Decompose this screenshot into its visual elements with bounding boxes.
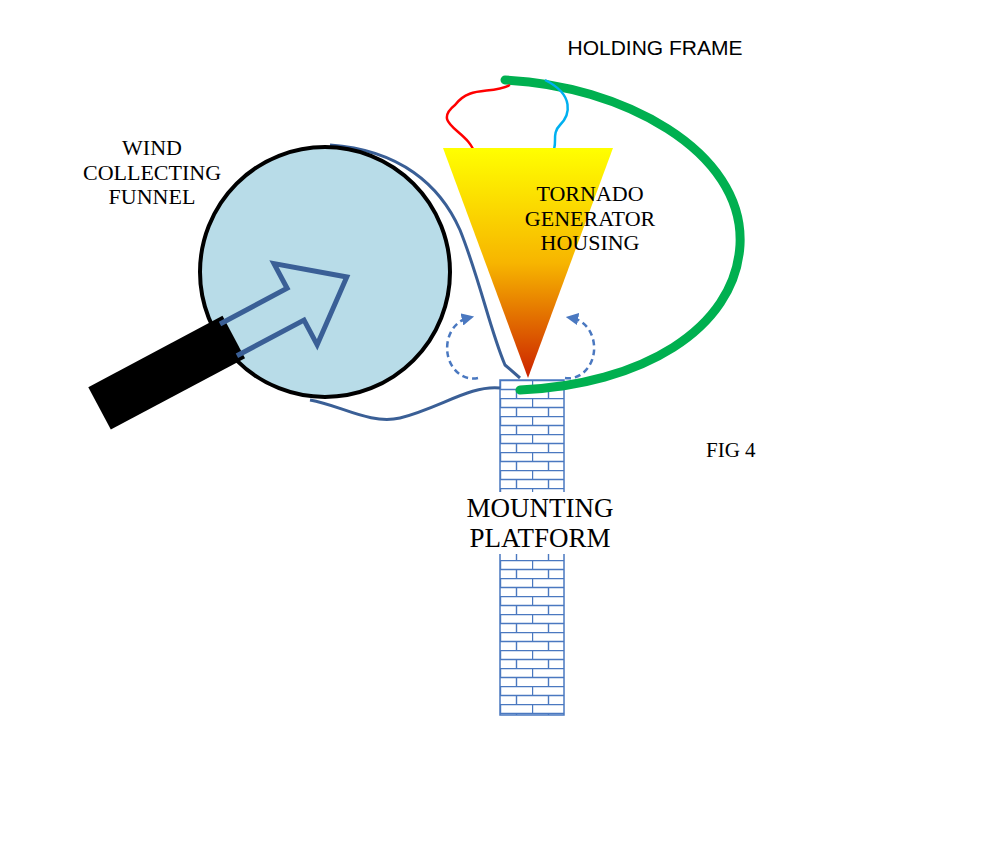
frame-node: HOLDING FRAME bbox=[567, 36, 742, 60]
frame-label: HOLDING FRAME bbox=[567, 36, 742, 60]
funnel-node: WIND COLLECTING FUNNEL bbox=[83, 136, 221, 210]
red-wire bbox=[447, 85, 510, 155]
blue-wire bbox=[545, 80, 568, 155]
swirl-arrow bbox=[447, 318, 478, 379]
platform-node: MOUNTING PLATFORM bbox=[464, 492, 617, 554]
figure-number: FIG 4 bbox=[706, 438, 756, 463]
funnel-label: WIND COLLECTING FUNNEL bbox=[83, 136, 221, 210]
housing-node: TORNADO GENERATOR HOUSING bbox=[525, 182, 655, 256]
housing-label: TORNADO GENERATOR HOUSING bbox=[525, 182, 655, 256]
platform-label: MOUNTING PLATFORM bbox=[464, 492, 617, 554]
wind-arrow bbox=[78, 236, 368, 449]
swirl-arrow bbox=[565, 318, 594, 378]
